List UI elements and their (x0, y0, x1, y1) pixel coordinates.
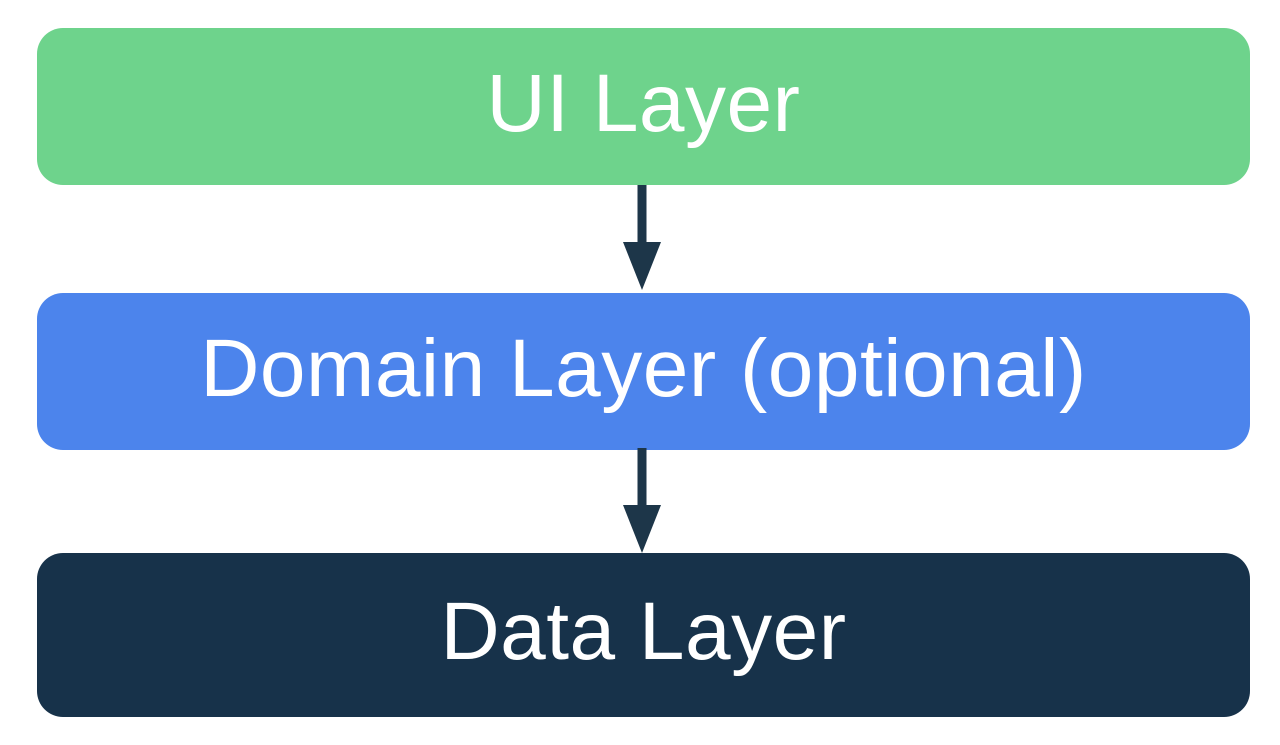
down-arrow-icon (623, 185, 661, 290)
ui-layer-box: UI Layer (37, 28, 1250, 185)
data-layer-box: Data Layer (37, 553, 1250, 717)
down-arrow-icon (623, 448, 661, 553)
down-arrow-head (623, 242, 661, 290)
down-arrow-stem (637, 448, 647, 508)
data-layer-label: Data Layer (440, 586, 847, 677)
domain-layer-box: Domain Layer (optional) (37, 293, 1250, 450)
down-arrow-stem (637, 185, 647, 245)
down-arrow-head (623, 505, 661, 553)
domain-layer-label: Domain Layer (optional) (200, 322, 1087, 414)
ui-layer-label: UI Layer (486, 57, 801, 149)
